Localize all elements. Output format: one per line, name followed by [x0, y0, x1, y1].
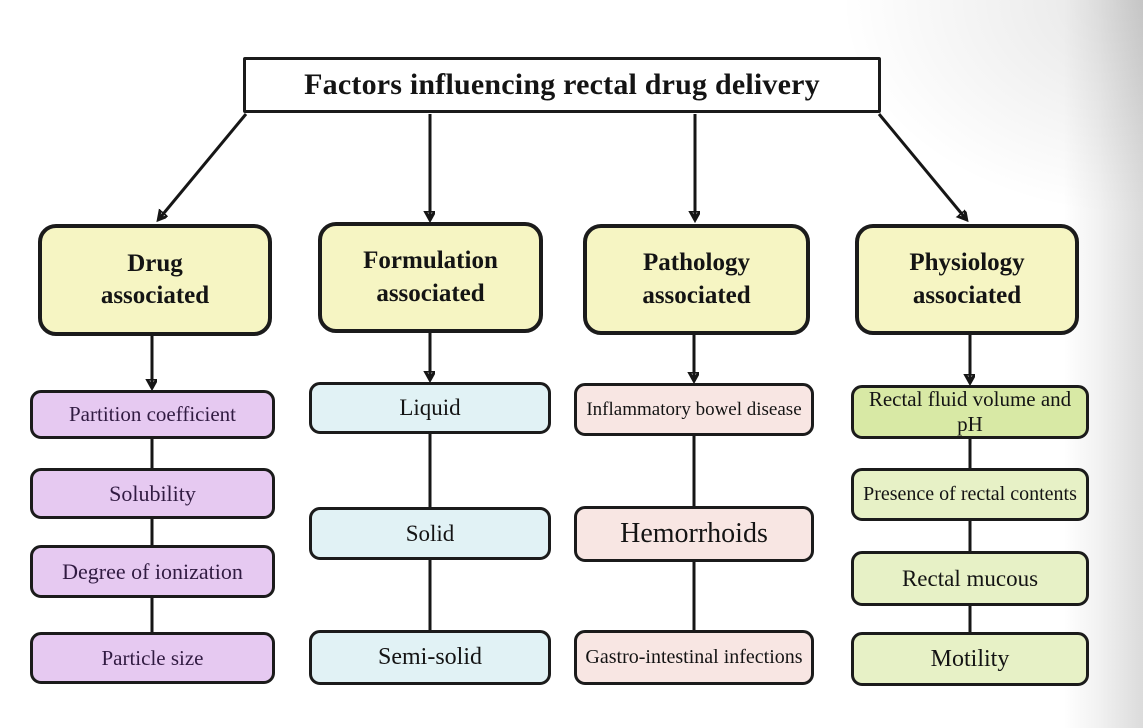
diagram-title-box: Factors influencing rectal drug delivery [243, 57, 881, 113]
factor-box-degree-of-ionization: Degree of ionization [30, 545, 275, 598]
connector-title-to-physiology [877, 113, 966, 219]
factor-box-rectal-fluid-volume-and-ph: Rectal fluid volume and pH [851, 385, 1089, 439]
factor-box-motility: Motility [851, 632, 1089, 686]
factor-box-liquid: Liquid [309, 382, 551, 434]
category-box-physiology-associated: Physiology associated [855, 224, 1079, 335]
factor-box-solubility: Solubility [30, 468, 275, 519]
factor-box-rectal-mucous: Rectal mucous [851, 551, 1089, 606]
connector-title-to-drug [159, 113, 248, 219]
factor-box-presence-of-rectal-contents: Presence of rectal contents [851, 468, 1089, 521]
factor-box-hemorrhoids: Hemorrhoids [574, 506, 814, 562]
category-box-pathology-associated: Pathology associated [583, 224, 810, 335]
factor-box-semi-solid: Semi-solid [309, 630, 551, 685]
factor-box-solid: Solid [309, 507, 551, 560]
factor-box-gastro-intestinal-infections: Gastro-intestinal infections [574, 630, 814, 685]
factor-box-partition-coefficient: Partition coefficient [30, 390, 275, 439]
factor-box-inflammatory-bowel-disease: Inflammatory bowel disease [574, 383, 814, 436]
category-box-drug-associated: Drug associated [38, 224, 272, 336]
category-box-formulation-associated: Formulation associated [318, 222, 543, 333]
factor-box-particle-size: Particle size [30, 632, 275, 684]
